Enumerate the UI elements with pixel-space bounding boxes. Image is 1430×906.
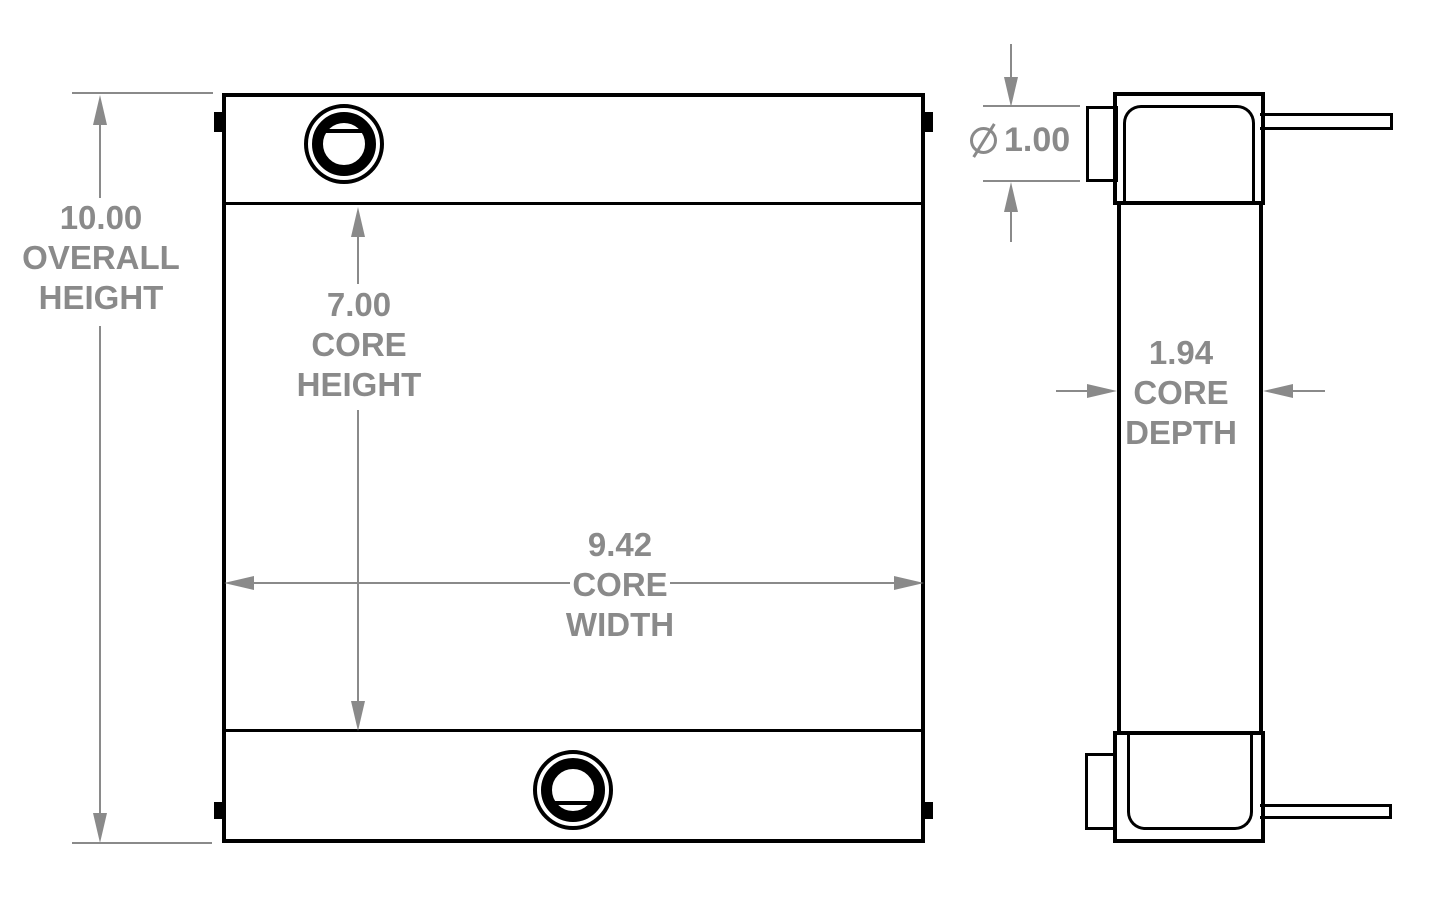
bottom-port-ring bbox=[541, 758, 605, 822]
port-dia-arrow-up-icon bbox=[1004, 182, 1018, 212]
core-height-word-1: CORE bbox=[311, 326, 407, 363]
bottom-port-chord bbox=[555, 801, 591, 805]
core-width-arrow-left-icon bbox=[224, 576, 254, 590]
side-bottom-bracket bbox=[1260, 804, 1392, 819]
core-depth-line-right bbox=[1292, 390, 1325, 392]
overall-height-arrow-up-icon bbox=[93, 95, 107, 125]
mount-tab-top-right bbox=[924, 112, 933, 132]
mount-tab-bottom-right bbox=[924, 802, 933, 819]
bottom-port bbox=[533, 750, 613, 830]
core-height-value: 7.00 bbox=[326, 286, 392, 323]
top-port bbox=[304, 104, 384, 184]
top-tank-separator-line bbox=[224, 202, 923, 205]
side-top-bracket bbox=[1260, 113, 1393, 130]
mount-tab-top-left bbox=[214, 112, 223, 132]
port-dia-line-lower bbox=[1010, 210, 1012, 242]
front-view-outline bbox=[222, 93, 925, 843]
side-top-tank-inner bbox=[1123, 105, 1255, 205]
core-width-value: 9.42 bbox=[587, 526, 653, 563]
port-dia-label: 1.00 bbox=[970, 121, 1070, 160]
overall-height-ext-line-top bbox=[72, 92, 213, 94]
port-dia-line-upper bbox=[1010, 44, 1012, 78]
overall-height-line-upper bbox=[99, 122, 101, 198]
core-width-word-2: WIDTH bbox=[565, 606, 675, 643]
core-depth-line-left bbox=[1056, 390, 1089, 392]
overall-height-label: 10.00 OVERALL HEIGHT bbox=[22, 198, 180, 318]
core-width-word-1: CORE bbox=[572, 566, 668, 603]
side-core-left-edge bbox=[1117, 205, 1121, 731]
diameter-icon bbox=[970, 127, 997, 154]
side-top-tank bbox=[1113, 92, 1265, 205]
port-dia-ext-line-top bbox=[983, 105, 1080, 107]
top-port-chord bbox=[326, 129, 362, 133]
core-height-word-2: HEIGHT bbox=[296, 366, 422, 403]
core-height-line-upper bbox=[357, 234, 359, 284]
top-port-ring bbox=[312, 112, 376, 176]
overall-height-word-1: OVERALL bbox=[22, 239, 180, 276]
overall-height-arrow-down-icon bbox=[93, 813, 107, 843]
overall-height-value: 10.00 bbox=[59, 199, 143, 236]
port-dia-ext-line-bottom bbox=[983, 180, 1080, 182]
core-depth-arrow-right-icon bbox=[1087, 384, 1117, 398]
overall-height-line-lower bbox=[99, 326, 101, 814]
core-width-label: 9.42 CORE WIDTH bbox=[566, 525, 674, 645]
core-height-arrow-up-icon bbox=[351, 207, 365, 237]
core-depth-arrow-left-icon bbox=[1263, 384, 1293, 398]
core-width-line-right bbox=[670, 582, 896, 584]
overall-height-word-2: HEIGHT bbox=[38, 279, 164, 316]
side-core-right-edge bbox=[1259, 205, 1263, 731]
port-dia-arrow-down-icon bbox=[1004, 77, 1018, 107]
mount-tab-bottom-left bbox=[214, 802, 223, 819]
side-bottom-tank-inner bbox=[1127, 731, 1253, 830]
core-depth-word-1: CORE bbox=[1133, 374, 1229, 411]
core-depth-word-2: DEPTH bbox=[1125, 414, 1237, 451]
core-depth-value: 1.94 bbox=[1148, 334, 1214, 371]
side-bottom-tank bbox=[1113, 731, 1265, 843]
port-dia-value: 1.00 bbox=[1004, 121, 1071, 159]
core-depth-label: 1.94 CORE DEPTH bbox=[1125, 333, 1237, 453]
core-height-arrow-down-icon bbox=[351, 701, 365, 731]
bottom-tank-separator-line bbox=[224, 729, 923, 732]
core-width-arrow-right-icon bbox=[894, 576, 924, 590]
overall-height-ext-line-bottom bbox=[72, 842, 212, 844]
core-height-label: 7.00 CORE HEIGHT bbox=[297, 285, 422, 405]
core-height-line-lower bbox=[357, 410, 359, 702]
core-width-line-left bbox=[252, 582, 570, 584]
